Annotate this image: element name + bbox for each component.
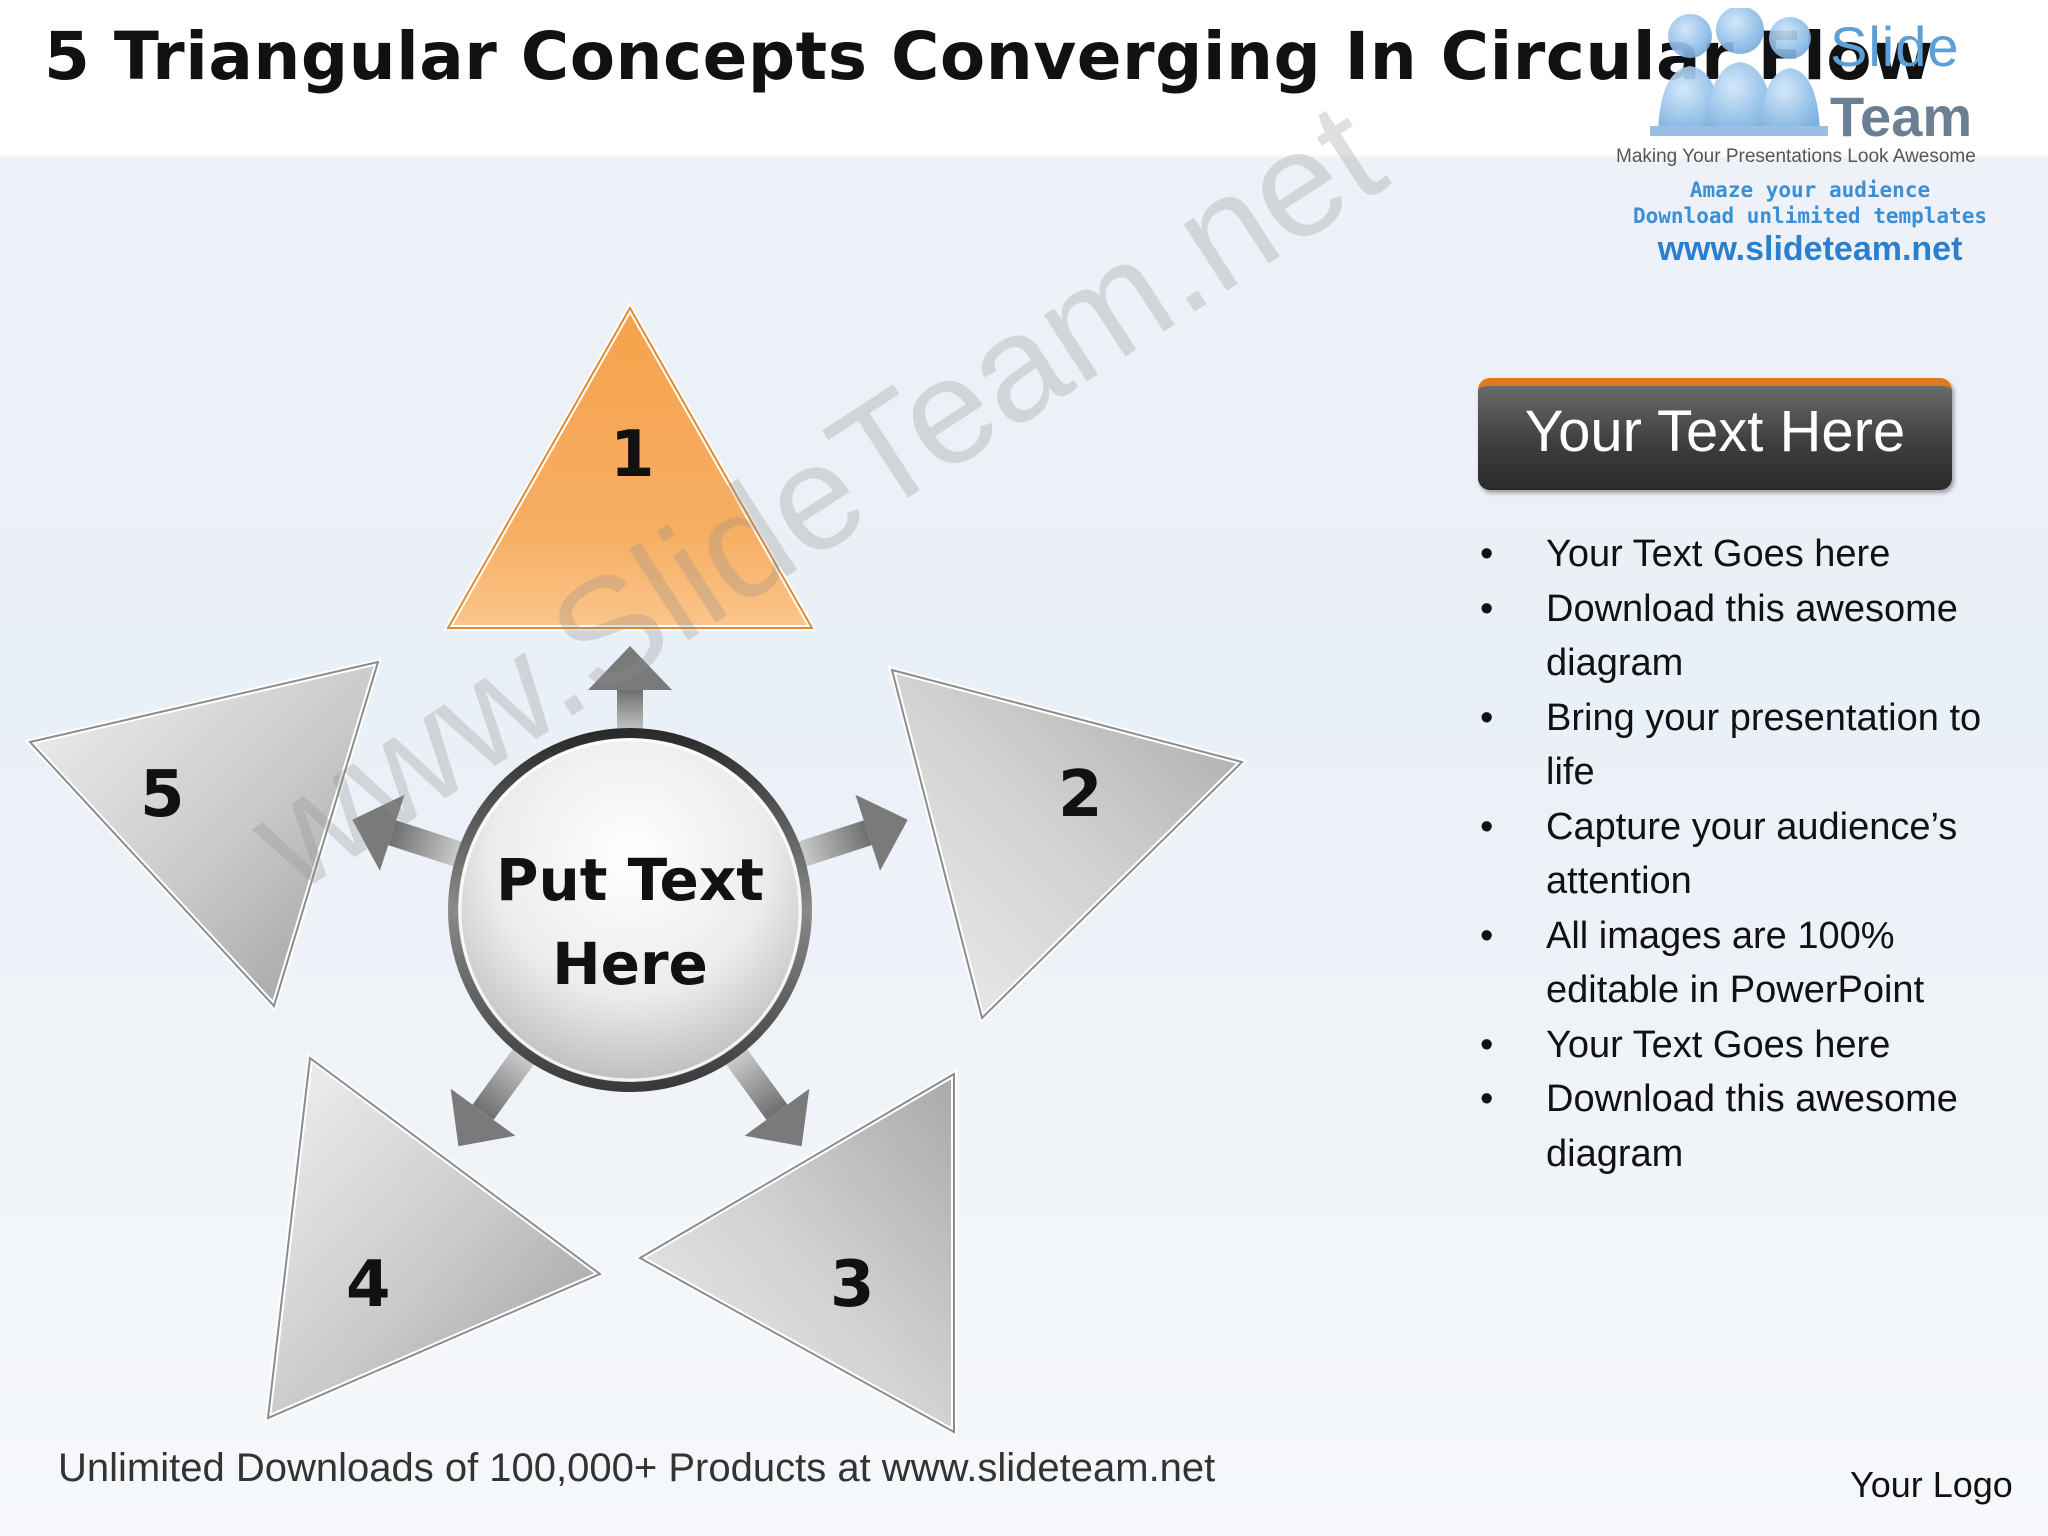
list-item: •Download this awesome diagram xyxy=(1474,1072,2034,1181)
team-people-icon xyxy=(1650,8,1828,136)
brand-name-top: Slide xyxy=(1830,15,1960,78)
list-item: •Capture your audience’s attention xyxy=(1474,800,2034,909)
triangle-5-label: 5 xyxy=(140,758,185,832)
bullet-icon: • xyxy=(1480,1023,1494,1066)
center-label-line1: Put Text xyxy=(495,846,765,914)
triangle-3-label: 3 xyxy=(830,1248,875,1322)
footer-text: Unlimited Downloads of 100,000+ Products… xyxy=(58,1446,1216,1490)
triangle-2-label: 2 xyxy=(1058,758,1103,832)
logo-placeholder: Your Logo xyxy=(1850,1464,2013,1505)
triangle-4-label: 4 xyxy=(346,1248,391,1322)
brand-url-link[interactable]: www.slideteam.net xyxy=(1657,230,1963,268)
list-item: •Your Text Goes here xyxy=(1474,1018,2034,1073)
center-label: Put Text Here xyxy=(460,838,800,1006)
list-item: •All images are 100% editable in PowerPo… xyxy=(1474,909,2034,1018)
bullet-icon: • xyxy=(1480,805,1494,848)
arrow-to-3 xyxy=(719,1039,810,1147)
arrow-top-clean xyxy=(588,646,672,740)
center-label-line2: Here xyxy=(552,930,708,998)
list-item: •Bring your presentation to life xyxy=(1474,691,2034,800)
bullet-list: •Your Text Goes here •Download this awes… xyxy=(1474,527,2034,1181)
arrow-to-5 xyxy=(352,794,473,871)
bullet-icon: • xyxy=(1480,914,1494,957)
list-item: •Download this awesome diagram xyxy=(1474,582,2034,691)
brand-promo-line2: Download unlimited templates xyxy=(1632,204,1987,228)
triangle-1-label: 1 xyxy=(610,418,655,492)
triangle-2[interactable] xyxy=(887,665,1248,1024)
bullet-icon: • xyxy=(1480,696,1494,739)
slide-title: 5 Triangular Concepts Converging In Circ… xyxy=(44,18,1934,95)
bullet-icon: • xyxy=(1480,1078,1494,1120)
brand-block: Slide Team Making Your Presentations Loo… xyxy=(1600,8,2040,268)
brand-tagline: Making Your Presentations Look Awesome xyxy=(1616,146,1976,167)
bullet-icon: • xyxy=(1480,587,1494,630)
center-circle[interactable] xyxy=(448,728,812,1092)
panel-header-button[interactable]: Your Text Here xyxy=(1478,378,1952,490)
brand-promo-line1: Amaze your audience xyxy=(1689,178,1931,202)
bullet-icon: • xyxy=(1480,533,1494,575)
arrow-to-4 xyxy=(450,1039,541,1147)
brand-name-bottom: Team xyxy=(1830,85,1973,148)
arrow-to-2 xyxy=(787,794,908,871)
list-item: •Your Text Goes here xyxy=(1474,527,2034,582)
panel-header-label: Your Text Here xyxy=(1524,399,1906,464)
